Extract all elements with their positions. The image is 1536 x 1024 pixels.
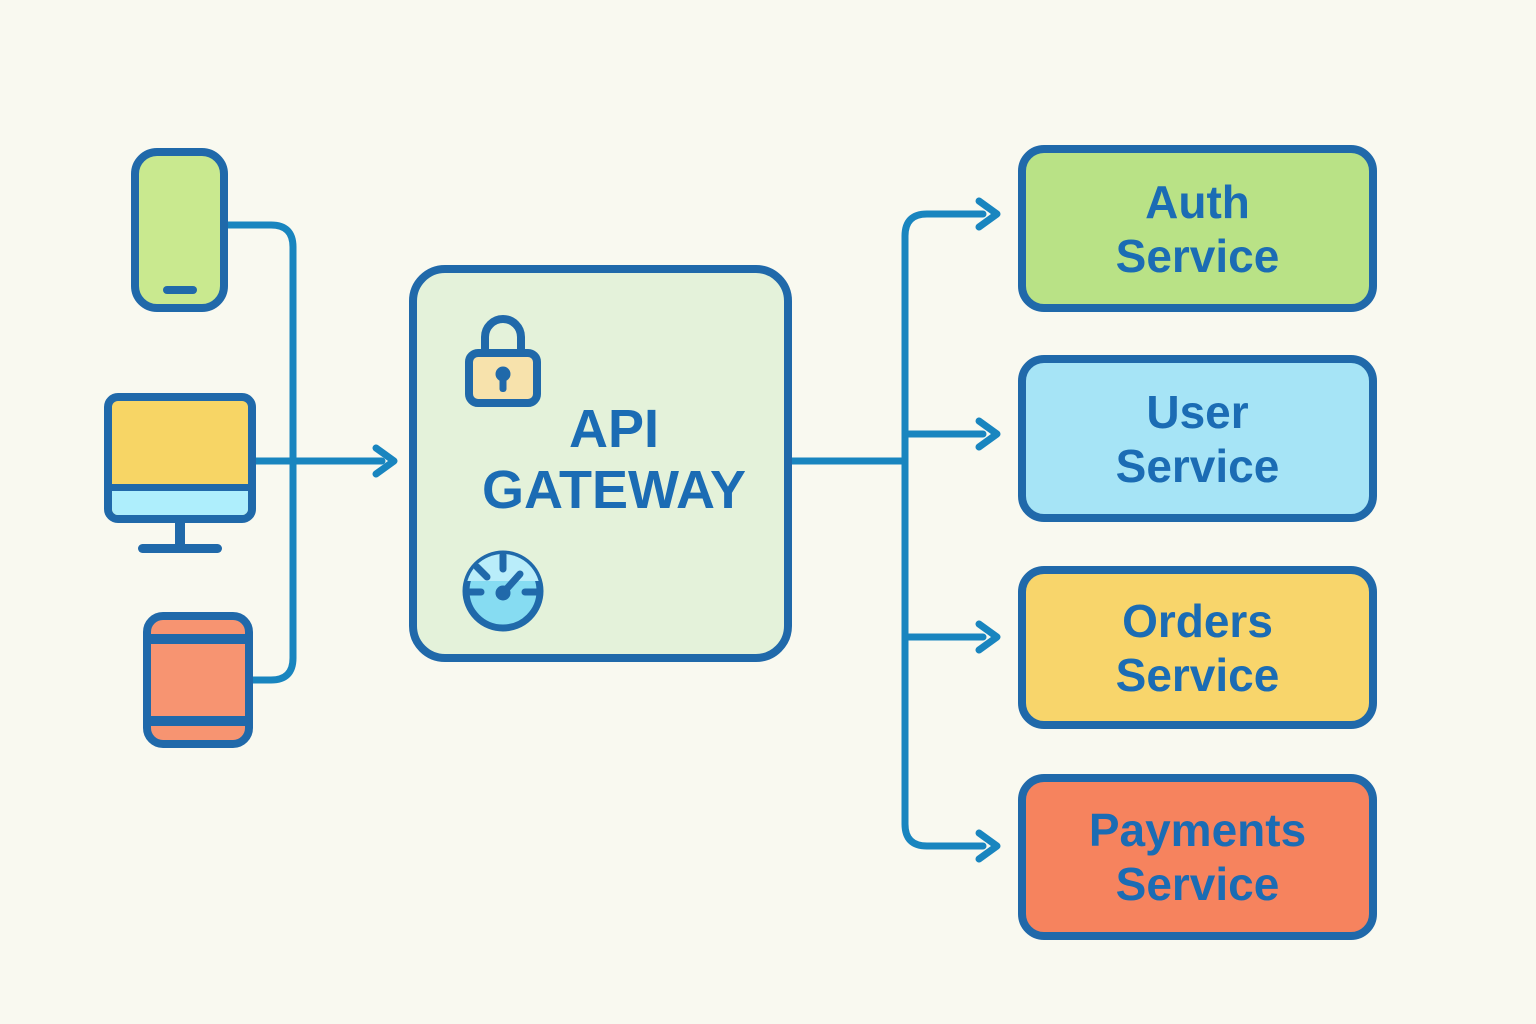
payments-service-label-line1: Payments — [1088, 804, 1307, 856]
phone-tablet-connector-line — [224, 221, 297, 684]
user-service-label-line1: User — [1146, 385, 1249, 438]
api-gateway-node: API GATEWAY — [409, 265, 792, 662]
arrow-to-orders-icon — [975, 620, 1001, 654]
gateway-title-line2: GATEWAY — [481, 460, 747, 520]
phone-home-bar — [162, 286, 197, 294]
smartphone-icon — [131, 148, 228, 312]
auth-service-node: Auth Service — [1018, 145, 1377, 312]
trunk-branch-line — [901, 210, 987, 850]
lock-icon — [465, 315, 541, 407]
monitor-stand-pole — [175, 521, 185, 547]
speedometer-icon — [462, 550, 544, 632]
payments-service-label-line2: Service — [1115, 858, 1280, 910]
orders-service-label-line1: Orders — [1122, 594, 1273, 647]
monitor-stand-base — [138, 544, 222, 553]
arrow-into-gateway-icon — [372, 444, 398, 478]
tablet-bottom-bar — [151, 716, 245, 726]
arrow-to-auth-icon — [975, 197, 1001, 231]
desktop-monitor-icon — [104, 393, 256, 523]
arrow-to-user-icon — [975, 417, 1001, 451]
gateway-title-line1: API — [568, 399, 660, 459]
orders-service-node: Orders Service — [1018, 566, 1377, 729]
gateway-title: API GATEWAY — [469, 399, 759, 521]
monitor-taskbar-strip — [112, 484, 248, 515]
auth-service-label-line2: Service — [1115, 229, 1280, 282]
tablet-top-bar — [151, 634, 245, 644]
auth-service-label-line1: Auth — [1145, 175, 1250, 228]
tablet-icon — [143, 612, 253, 748]
user-service-node: User Service — [1018, 355, 1377, 522]
arrow-to-payments-icon — [975, 829, 1001, 863]
payments-service-node: Payments Service — [1018, 774, 1377, 940]
user-service-label-line2: Service — [1115, 439, 1280, 492]
orders-service-label-line2: Service — [1115, 648, 1280, 701]
